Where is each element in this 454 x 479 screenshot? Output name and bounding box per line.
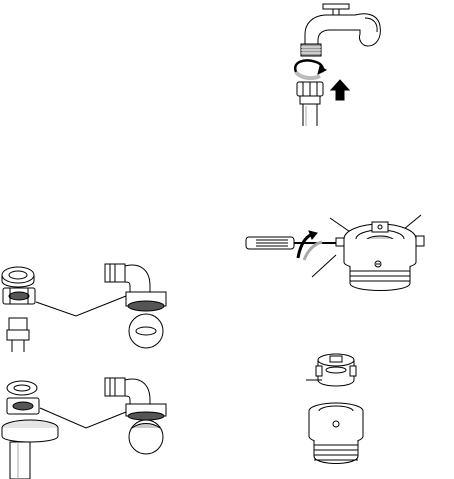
hose-nut [7,398,39,414]
hose-end-gasket-figure-1 [2,264,166,352]
faucet-spout-thread [301,44,321,56]
gasket-ring [7,381,37,395]
hose [7,318,29,352]
adapter-screwdriver-figure [246,215,424,291]
screwdriver-icon [246,237,344,249]
screw-icon [416,236,424,246]
rubber-gasket-insert [316,354,356,386]
adapter-parts-figure [306,354,363,464]
elbow-inlet [105,264,166,311]
washer-inlet-body [2,420,58,479]
hose-nut [3,288,35,304]
hose-end-gasket-figure-2 [2,378,166,479]
elbow-inlet [105,378,166,420]
filter-detail-circle [129,420,163,454]
screw-icon [336,238,344,246]
threaded-adapter [309,403,363,464]
push-up-arrow-icon [331,80,349,100]
faucet-connection-figure [295,4,380,126]
hose [303,104,317,126]
gasket-detail-circle [129,314,163,348]
gasket-ring [2,267,34,287]
faucet-handle [323,4,349,16]
faucet-adapter [336,222,424,291]
gasket-callout-line [36,296,126,316]
callout-line [312,255,336,277]
hose-connector [297,82,323,104]
